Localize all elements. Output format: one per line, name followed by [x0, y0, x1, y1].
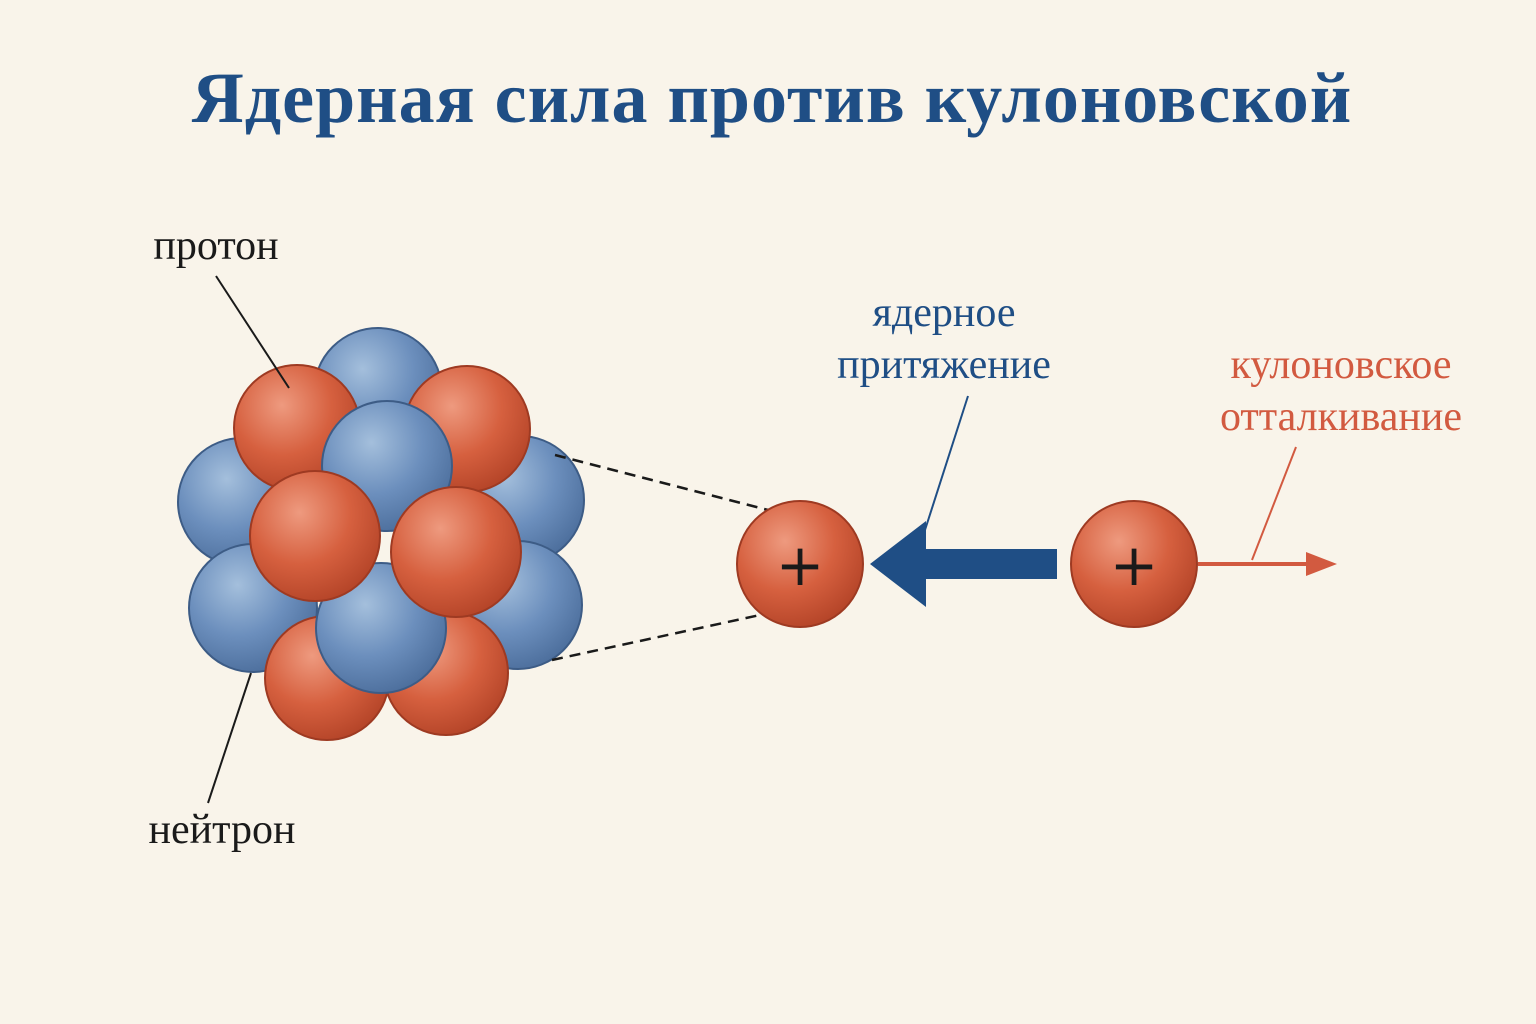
- nuclear-attraction-arrow: [870, 521, 1057, 607]
- proton-label: протон: [153, 223, 278, 269]
- page-title: Ядерная сила против кулоновской: [192, 58, 1353, 138]
- proton-sphere: [390, 486, 522, 618]
- nuclear-leader-line: [924, 395, 969, 531]
- neutron-label: нейтрон: [149, 807, 296, 853]
- proton-sphere: [736, 500, 864, 628]
- proton-sphere: [1070, 500, 1198, 628]
- plus-sign: +: [776, 531, 825, 599]
- nuclear-attraction-label-line2: притяжение: [837, 342, 1051, 388]
- plus-sign: +: [1110, 531, 1159, 599]
- coulomb-leader-line: [1251, 446, 1297, 561]
- proton-left: +: [736, 500, 864, 628]
- zoom-connector-bottom: [551, 613, 761, 662]
- zoom-connector-top: [554, 453, 769, 512]
- coulomb-repulsion-label-line2: отталкивание: [1220, 394, 1462, 440]
- coulomb-repulsion-arrow: [1198, 552, 1337, 576]
- coulomb-repulsion-label-line1: кулоновское: [1230, 342, 1451, 388]
- nuclear-attraction-label-line1: ядерное: [873, 290, 1016, 336]
- nucleus: [177, 327, 585, 741]
- proton-sphere: [249, 470, 381, 602]
- proton-leader-line: [215, 275, 290, 389]
- neutron-leader-line: [207, 672, 252, 804]
- proton-right: +: [1070, 500, 1198, 628]
